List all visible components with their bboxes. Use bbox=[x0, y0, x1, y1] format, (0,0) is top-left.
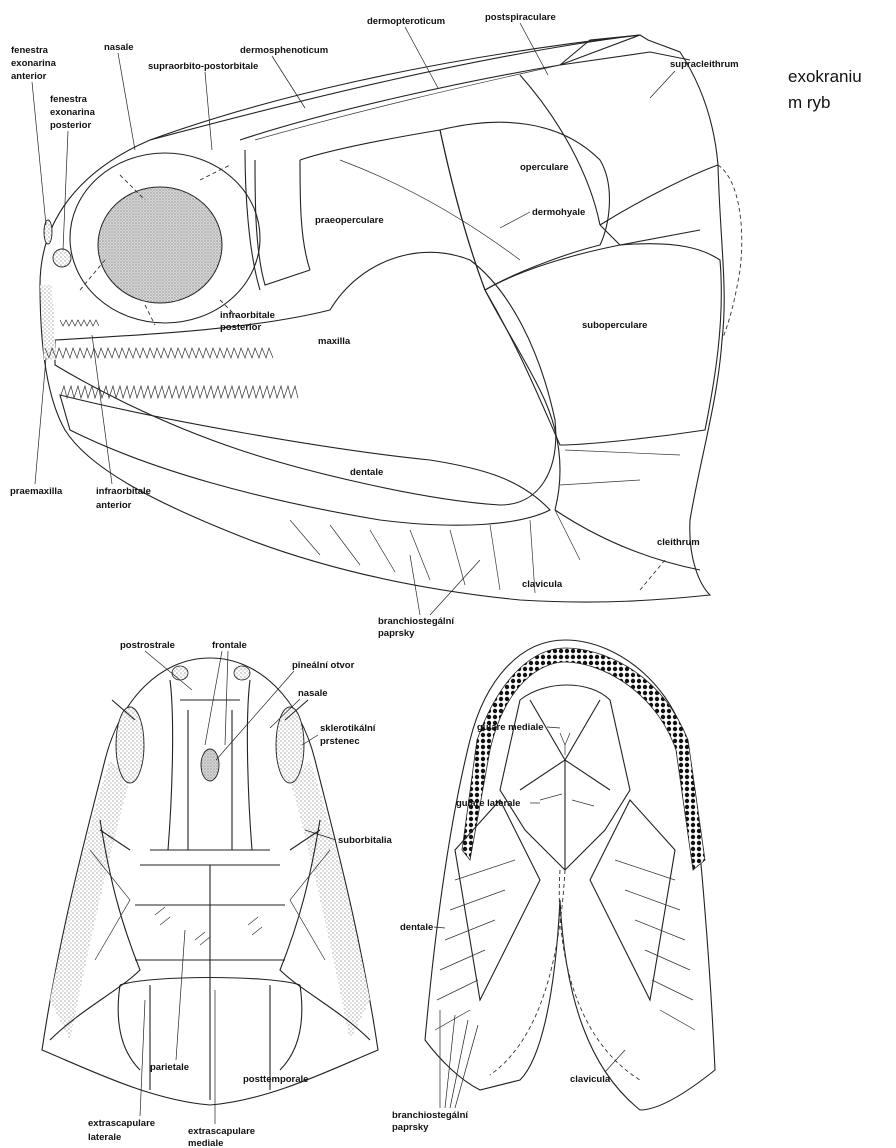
maxilla-label: maxilla bbox=[318, 336, 351, 347]
svg-text:paprsky: paprsky bbox=[378, 628, 415, 639]
lateral-eye bbox=[98, 187, 222, 303]
svg-text:paprsky: paprsky bbox=[392, 1122, 429, 1133]
skleroticky-label: sklerotikální prstenec bbox=[302, 723, 376, 747]
dentale-lateral-label: dentale bbox=[350, 467, 383, 478]
svg-text:parietale: parietale bbox=[150, 1062, 189, 1073]
svg-text:supracleithrum: supracleithrum bbox=[670, 59, 739, 70]
svg-text:mediale: mediale bbox=[188, 1138, 223, 1148]
svg-text:dermohyale: dermohyale bbox=[532, 207, 585, 218]
side-note: exokraniu m ryb bbox=[788, 67, 862, 112]
side-note-line1: exokraniu bbox=[788, 67, 862, 86]
dorsal-left-eye bbox=[116, 707, 144, 783]
svg-text:exonarina: exonarina bbox=[50, 107, 96, 118]
svg-text:praemaxilla: praemaxilla bbox=[10, 486, 63, 497]
svg-text:supraorbito-postorbitale: supraorbito-postorbitale bbox=[148, 61, 258, 72]
svg-text:gulare laterale: gulare laterale bbox=[456, 798, 520, 809]
svg-text:fenestra: fenestra bbox=[11, 45, 49, 56]
cleithrum-label: cleithrum bbox=[657, 537, 700, 548]
fenestra-anterior-label: fenestra exonarina anterior bbox=[11, 45, 57, 225]
svg-text:postspiraculare: postspiraculare bbox=[485, 12, 556, 23]
svg-text:postrostrale: postrostrale bbox=[120, 640, 175, 651]
svg-text:exonarina: exonarina bbox=[11, 58, 57, 69]
svg-text:anterior: anterior bbox=[11, 71, 47, 82]
svg-text:cleithrum: cleithrum bbox=[657, 537, 700, 548]
svg-text:branchiostegální: branchiostegální bbox=[392, 1110, 468, 1121]
svg-text:posterior: posterior bbox=[50, 120, 91, 131]
nostril-anterior bbox=[44, 220, 52, 244]
operculare-label: operculare bbox=[520, 162, 569, 173]
side-note-line2: m ryb bbox=[788, 93, 831, 112]
svg-text:fenestra: fenestra bbox=[50, 94, 88, 105]
svg-text:dermosphenoticum: dermosphenoticum bbox=[240, 45, 328, 56]
svg-text:gulare mediale: gulare mediale bbox=[477, 722, 544, 733]
svg-text:anterior: anterior bbox=[96, 500, 132, 511]
svg-text:nasale: nasale bbox=[298, 688, 328, 699]
svg-text:extrascapulare: extrascapulare bbox=[188, 1126, 255, 1137]
nostril-posterior bbox=[53, 249, 71, 267]
svg-text:infraorbitale: infraorbitale bbox=[220, 310, 275, 321]
svg-text:extrascapulare: extrascapulare bbox=[88, 1118, 155, 1129]
svg-text:suborbitalia: suborbitalia bbox=[338, 835, 393, 846]
svg-text:dentale: dentale bbox=[400, 922, 433, 933]
clavicula-lateral-label: clavicula bbox=[522, 579, 563, 590]
suboperculare-label: suboperculare bbox=[582, 320, 647, 331]
praeoperculare-label: praeoperculare bbox=[315, 215, 384, 226]
posttemporale-label: posttemporale bbox=[243, 1074, 308, 1085]
nasale-lateral-label: nasale bbox=[104, 42, 135, 150]
svg-text:nasale: nasale bbox=[104, 42, 134, 53]
lateral-skull-view: fenestra exonarina anterior fenestra exo… bbox=[10, 12, 742, 639]
svg-text:frontale: frontale bbox=[212, 640, 247, 651]
svg-text:pineální otvor: pineální otvor bbox=[292, 660, 355, 671]
svg-text:prstenec: prstenec bbox=[320, 736, 360, 747]
svg-text:branchiostegální: branchiostegální bbox=[378, 616, 454, 627]
svg-text:sklerotikální: sklerotikální bbox=[320, 723, 376, 734]
svg-text:clavicula: clavicula bbox=[570, 1074, 611, 1085]
svg-text:dermopteroticum: dermopteroticum bbox=[367, 16, 445, 27]
svg-text:posterior: posterior bbox=[220, 322, 261, 333]
ventral-skull-view: gulare mediale gulare laterale dentale b… bbox=[392, 640, 715, 1133]
svg-text:infraorbitale: infraorbitale bbox=[96, 486, 151, 497]
dorsal-skull-view: postrostrale frontale pineální otvor nas… bbox=[42, 640, 393, 1148]
pineal-opening bbox=[201, 749, 219, 781]
svg-text:laterale: laterale bbox=[88, 1132, 121, 1143]
